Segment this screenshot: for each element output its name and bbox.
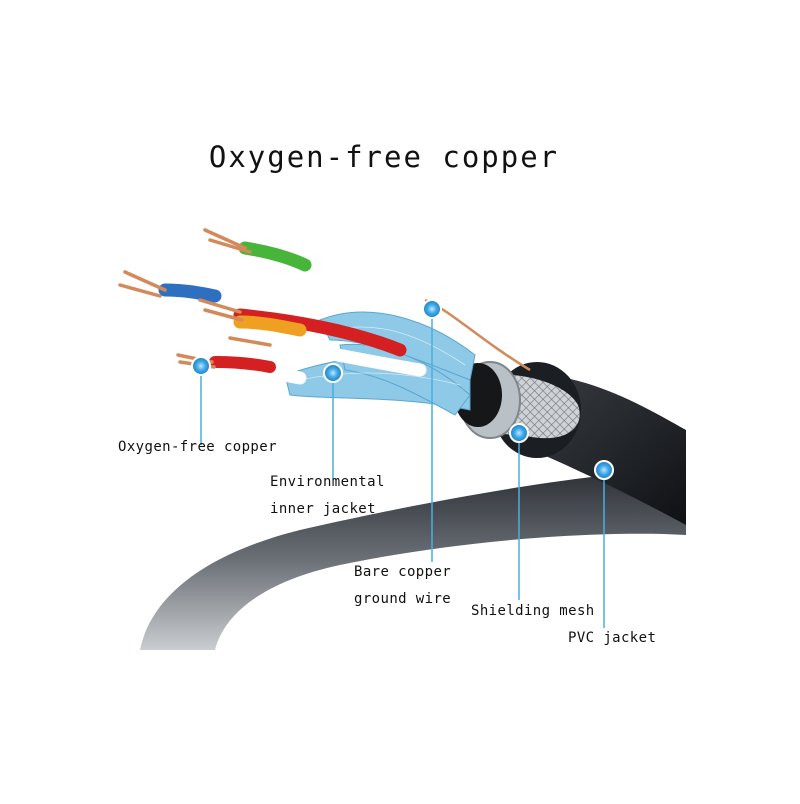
- callout-dot-pvc: [594, 460, 614, 480]
- copper-conductors: [118, 228, 272, 369]
- label-bare-copper-ground-wire: Bare copper ground wire: [354, 564, 452, 607]
- callout-dots: [191, 299, 614, 480]
- callout-lines: [200, 309, 605, 628]
- callout-dot-copper: [191, 356, 211, 376]
- label-environmental-inner-jacket: Environmental inner jacket: [270, 474, 385, 517]
- callout-dot-shielding: [509, 423, 529, 443]
- cable-loop: [140, 470, 686, 650]
- diagram-title: Oxygen-free copper: [208, 140, 560, 174]
- colored-wires: [143, 241, 427, 385]
- label-pvc-jacket: PVC jacket: [568, 630, 657, 646]
- label-oxygen-free-copper: Oxygen-free copper: [118, 439, 277, 455]
- label-shielding-mesh: Shielding mesh: [471, 603, 595, 619]
- callout-dot-inner-jacket: [323, 363, 343, 383]
- callout-dot-ground-wire: [422, 299, 442, 319]
